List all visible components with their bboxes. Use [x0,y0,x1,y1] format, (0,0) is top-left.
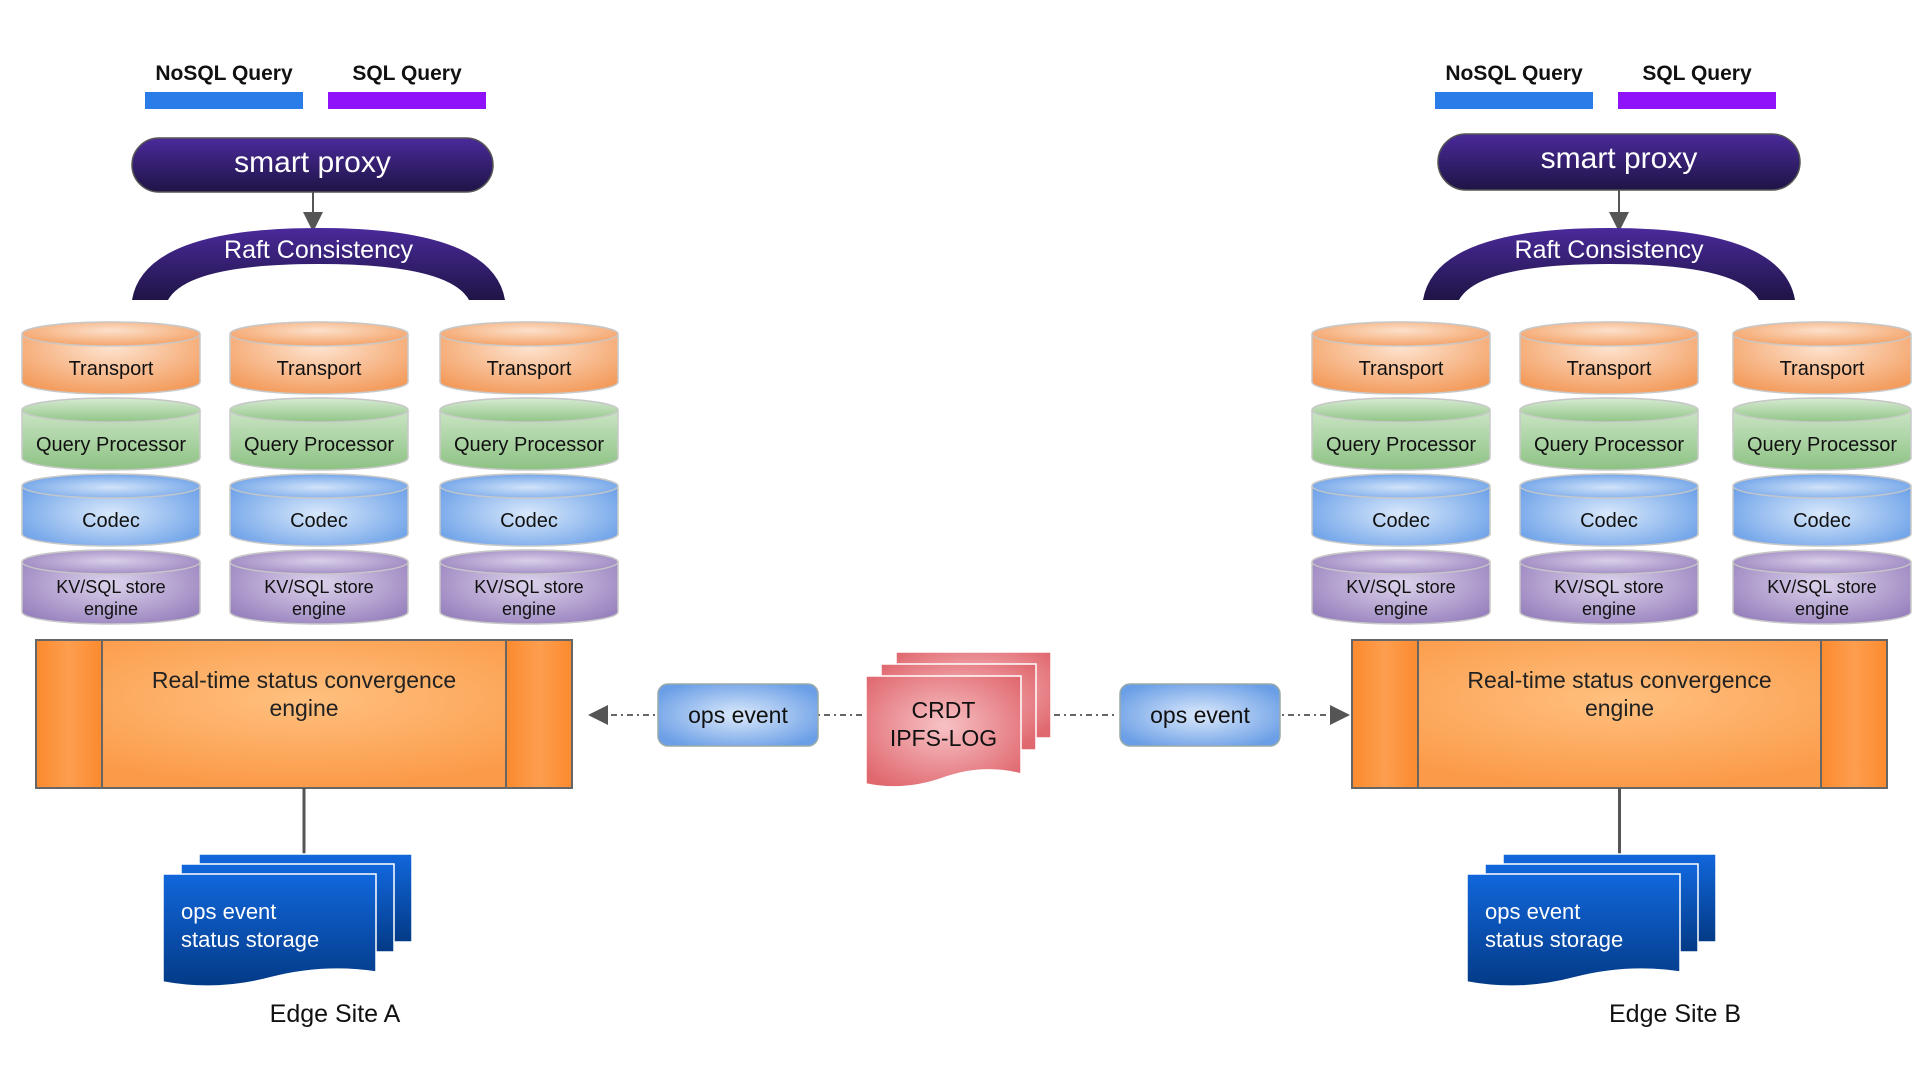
site-b-convergence-engine-label: Real-time status convergence engine [1467,667,1772,721]
site-b-node-3-transport-layer-label: Transport [1779,357,1865,380]
site-b-node-2-query-processor-layer-top [1519,397,1699,423]
site-a-node-3-query-processor-layer-top [439,397,619,423]
site-a-node-1-transport-layer-top [21,321,201,347]
site-b-node-1-codec-layer-top [1311,473,1491,499]
site-b-node-2-query-processor-layer-label: Query Processor [1533,433,1685,456]
site-a-query-bar-nosql [145,92,303,109]
site-b-engine-right-bar [1820,639,1888,789]
site-a-query-bar-sql [328,92,486,109]
site-a-node-2-store-engine-layer-label: KV/SQL store engine [264,577,374,619]
site-a-node-3-codec-layer-label: Codec [500,509,558,532]
site-a-node-1-transport-layer-label: Transport [68,357,154,380]
site-a-convergence-engine [35,639,573,789]
crdt-log-sheet-front [865,675,1022,788]
right-ops-event-label: ops event [1150,701,1250,728]
site-b-label: Edge Site B [1608,1000,1742,1028]
site-a-node-3-transport-layer-top [439,321,619,347]
site-a-raft-consistency-arch [132,228,505,300]
site-a-node-1-store-engine-layer-label: KV/SQL store engine [56,577,166,619]
site-b-node-2-codec-layer-top [1519,473,1699,499]
site-a-node-2-codec-layer-top [229,473,409,499]
site-a-storage-sheet-front [162,873,377,987]
site-b-node-3-transport-layer-top [1732,321,1912,347]
site-a-smart-proxy-label: smart proxy [234,146,391,179]
site-a-query-label-sql: SQL Query [352,62,462,85]
site-b-node-1-query-processor-layer-label: Query Processor [1325,433,1477,456]
left-ops-event-box [657,683,819,747]
site-a-convergence-engine-label: Real-time status convergence engine [151,667,457,721]
site-a-node-2-store-engine-layer-top [229,549,409,575]
site-b-node-1-transport-layer-label: Transport [1358,357,1444,380]
site-b-storage-sheet-front [1466,873,1681,987]
site-b-node-3-query-processor-layer-top [1732,397,1912,423]
left-ops-event-label: ops event [688,701,788,728]
site-b-node-3-store-engine-layer-label: KV/SQL store engine [1767,577,1877,619]
site-b-node-3-codec-layer-top [1732,473,1912,499]
site-b-node-3-query-processor-layer-label: Query Processor [1746,433,1898,456]
site-b-node-2-transport-layer-top [1519,321,1699,347]
site-a-node-1-query-processor-layer-top [21,397,201,423]
site-a-node-1-codec-layer-label: Codec [82,509,140,532]
site-a-node-3-transport-layer-label: Transport [486,357,572,380]
site-b-node-2-codec-layer-label: Codec [1580,509,1638,532]
site-a-node-2-codec-layer-label: Codec [290,509,348,532]
site-a-raft-consistency-label: Raft Consistency [224,236,413,264]
site-b-node-2-transport-layer-label: Transport [1566,357,1652,380]
site-b-node-1-store-engine-layer-label: KV/SQL store engine [1346,577,1456,619]
site-a-node-3-store-engine-layer-label: KV/SQL store engine [474,577,584,619]
site-b-engine-left-bar [1351,639,1419,789]
site-a-label: Edge Site A [269,1000,401,1028]
site-a-storage-label: ops event status storage [181,899,320,952]
site-b-node-3-store-engine-layer-top [1732,549,1912,575]
site-b-query-bar-sql [1618,92,1776,109]
site-b-raft-consistency-arch [1423,228,1795,300]
site-b-node-2-store-engine-layer-label: KV/SQL store engine [1554,577,1664,619]
site-b-query-bar-nosql [1435,92,1593,109]
site-a-node-2-query-processor-layer-label: Query Processor [243,433,395,456]
site-a-node-3-store-engine-layer-top [439,549,619,575]
crdt-ipfs-log-label: CRDT IPFS-LOG [889,697,998,751]
site-b-node-1-codec-layer-label: Codec [1372,509,1430,532]
site-a-node-3-query-processor-layer-label: Query Processor [453,433,605,456]
site-a-engine-right-bar [505,639,573,789]
site-a-node-2-transport-layer-label: Transport [276,357,362,380]
site-a-query-label-nosql: NoSQL Query [155,62,293,85]
site-a-node-1-codec-layer-top [21,473,201,499]
site-a-node-1-store-engine-layer-top [21,549,201,575]
site-b-query-label-nosql: NoSQL Query [1445,62,1583,85]
site-b-storage-label: ops event status storage [1485,899,1624,952]
site-a-node-2-query-processor-layer-top [229,397,409,423]
site-b-raft-consistency-label: Raft Consistency [1514,236,1704,264]
site-a-node-2-transport-layer-top [229,321,409,347]
site-a-engine-left-bar [35,639,103,789]
site-b-query-label-sql: SQL Query [1642,62,1752,85]
site-b-node-3-codec-layer-label: Codec [1793,509,1851,532]
site-b-node-1-store-engine-layer-top [1311,549,1491,575]
site-b-smart-proxy-label: smart proxy [1540,142,1698,175]
right-ops-event-box [1119,683,1281,747]
site-b-node-1-query-processor-layer-top [1311,397,1491,423]
site-a-node-3-codec-layer-top [439,473,619,499]
site-b-node-2-store-engine-layer-top [1519,549,1699,575]
site-b-node-1-transport-layer-top [1311,321,1491,347]
site-a-node-1-query-processor-layer-label: Query Processor [35,433,187,456]
